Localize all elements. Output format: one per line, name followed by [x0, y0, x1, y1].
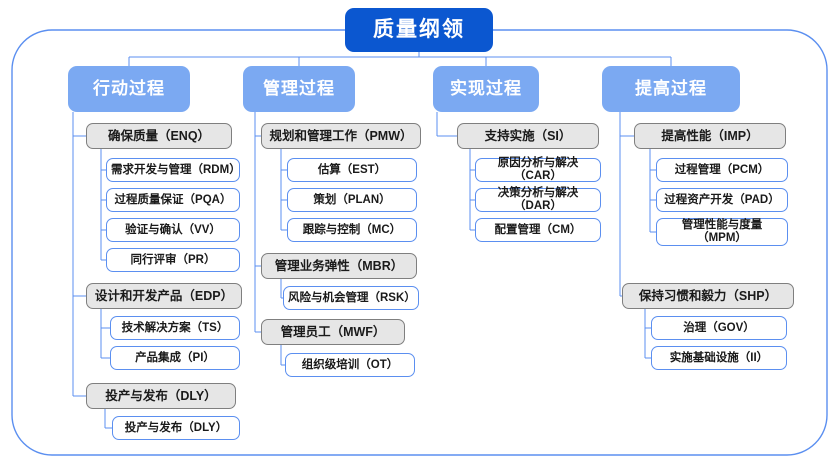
practice-area-col-realize-0-2[interactable]: 配置管理（CM） [475, 218, 601, 242]
practice-area-col-realize-0-1[interactable]: 决策分析与解决（DAR） [475, 187, 601, 212]
practice-area-col-realize-0-2-label: 配置管理（CM） [494, 223, 582, 236]
practice-area-col-manage-0-2[interactable]: 跟踪与控制（MC） [287, 218, 417, 242]
process-area-col-realize-0-label: 支持实施（SI） [484, 129, 572, 143]
process-area-col-manage-0[interactable]: 规划和管理工作（PMW） [261, 123, 421, 149]
process-area-col-manage-1[interactable]: 管理业务弹性（MBR） [261, 253, 417, 279]
practice-area-col-improve-1-1[interactable]: 实施基础设施（II） [651, 346, 787, 370]
process-area-col-improve-0[interactable]: 提高性能（IMP） [634, 123, 786, 149]
practice-area-col-improve-1-0-label: 治理（GOV） [683, 321, 755, 334]
category-header-col-action-label: 行动过程 [93, 79, 165, 99]
practice-area-col-action-0-0[interactable]: 需求开发与管理（RDM） [106, 158, 241, 182]
practice-area-col-action-0-3[interactable]: 同行评审（PR） [106, 248, 240, 272]
practice-area-col-action-0-0-label: 需求开发与管理（RDM） [111, 163, 241, 176]
practice-area-col-manage-0-1-label: 策划（PLAN） [313, 193, 391, 206]
category-header-col-manage[interactable]: 管理过程 [243, 66, 355, 112]
practice-area-col-action-0-2-label: 验证与确认（VV） [125, 223, 221, 236]
process-area-col-action-1-label: 设计和开发产品（EDP） [94, 289, 234, 303]
category-header-col-realize[interactable]: 实现过程 [433, 66, 539, 112]
process-area-col-action-0-label: 确保质量（ENQ） [107, 129, 211, 143]
process-area-col-action-2-label: 投产与发布（DLY） [105, 389, 217, 403]
practice-area-col-action-2-0[interactable]: 投产与发布（DLY） [112, 416, 240, 440]
root-title[interactable]: 质量纲领 [345, 8, 493, 52]
practice-area-col-manage-1-0-label: 风险与机会管理（RSK） [288, 291, 416, 304]
process-area-col-action-1[interactable]: 设计和开发产品（EDP） [86, 283, 242, 309]
process-area-col-improve-1[interactable]: 保持习惯和毅力（SHP） [622, 283, 794, 309]
practice-area-col-realize-0-1-label: 决策分析与解决（DAR） [497, 187, 579, 212]
practice-area-col-improve-1-0[interactable]: 治理（GOV） [651, 316, 787, 340]
category-header-col-realize-label: 实现过程 [450, 79, 522, 99]
process-area-col-manage-2-label: 管理员工（MWF） [280, 325, 386, 339]
root-title-label: 质量纲领 [373, 18, 465, 42]
practice-area-col-improve-0-2[interactable]: 管理性能与度量（MPM） [656, 218, 788, 246]
process-area-col-realize-0[interactable]: 支持实施（SI） [457, 123, 599, 149]
practice-area-col-improve-0-0-label: 过程管理（PCM） [674, 163, 770, 176]
practice-area-col-action-1-1[interactable]: 产品集成（PI） [110, 346, 240, 370]
practice-area-col-improve-0-2-label: 管理性能与度量（MPM） [681, 219, 763, 244]
practice-area-col-improve-0-1-label: 过程资产开发（PAD） [664, 193, 780, 206]
practice-area-col-manage-2-0-label: 组织级培训（OT） [301, 358, 399, 371]
process-area-col-manage-0-label: 规划和管理工作（PMW） [269, 129, 413, 143]
practice-area-col-manage-2-0[interactable]: 组织级培训（OT） [285, 353, 415, 377]
practice-area-col-manage-1-0[interactable]: 风险与机会管理（RSK） [283, 286, 419, 310]
practice-area-col-manage-0-1[interactable]: 策划（PLAN） [287, 188, 417, 212]
practice-area-col-action-1-0[interactable]: 技术解决方案（TS） [110, 316, 240, 340]
practice-area-col-improve-1-1-label: 实施基础设施（II） [669, 351, 769, 364]
practice-area-col-action-1-1-label: 产品集成（PI） [135, 351, 215, 364]
process-area-col-improve-1-label: 保持习惯和毅力（SHP） [638, 289, 778, 303]
category-header-col-manage-label: 管理过程 [263, 79, 335, 99]
practice-area-col-action-0-3-label: 同行评审（PR） [130, 253, 216, 266]
practice-area-col-improve-0-1[interactable]: 过程资产开发（PAD） [656, 188, 788, 212]
practice-area-col-manage-0-0-label: 估算（EST） [317, 163, 387, 176]
practice-area-col-realize-0-0[interactable]: 原因分析与解决（CAR） [475, 157, 601, 182]
practice-area-col-action-0-2[interactable]: 验证与确认（VV） [106, 218, 240, 242]
practice-area-col-action-0-1-label: 过程质量保证（PQA） [114, 193, 232, 206]
process-area-col-manage-1-label: 管理业务弹性（MBR） [274, 259, 404, 273]
practice-area-col-action-0-1[interactable]: 过程质量保证（PQA） [106, 188, 240, 212]
practice-area-col-realize-0-0-label: 原因分析与解决（CAR） [497, 157, 579, 182]
practice-area-col-action-2-0-label: 投产与发布（DLY） [124, 421, 228, 434]
category-header-col-improve[interactable]: 提高过程 [602, 66, 740, 112]
process-area-col-action-0[interactable]: 确保质量（ENQ） [86, 123, 232, 149]
process-area-col-action-2[interactable]: 投产与发布（DLY） [86, 383, 236, 409]
category-header-col-improve-label: 提高过程 [635, 79, 707, 99]
practice-area-col-manage-0-2-label: 跟踪与控制（MC） [302, 223, 402, 236]
process-area-col-manage-2[interactable]: 管理员工（MWF） [261, 319, 405, 345]
practice-area-col-manage-0-0[interactable]: 估算（EST） [287, 158, 417, 182]
process-area-col-improve-0-label: 提高性能（IMP） [661, 129, 759, 143]
practice-area-col-improve-0-0[interactable]: 过程管理（PCM） [656, 158, 788, 182]
category-header-col-action[interactable]: 行动过程 [68, 66, 190, 112]
practice-area-col-action-1-0-label: 技术解决方案（TS） [121, 321, 229, 334]
